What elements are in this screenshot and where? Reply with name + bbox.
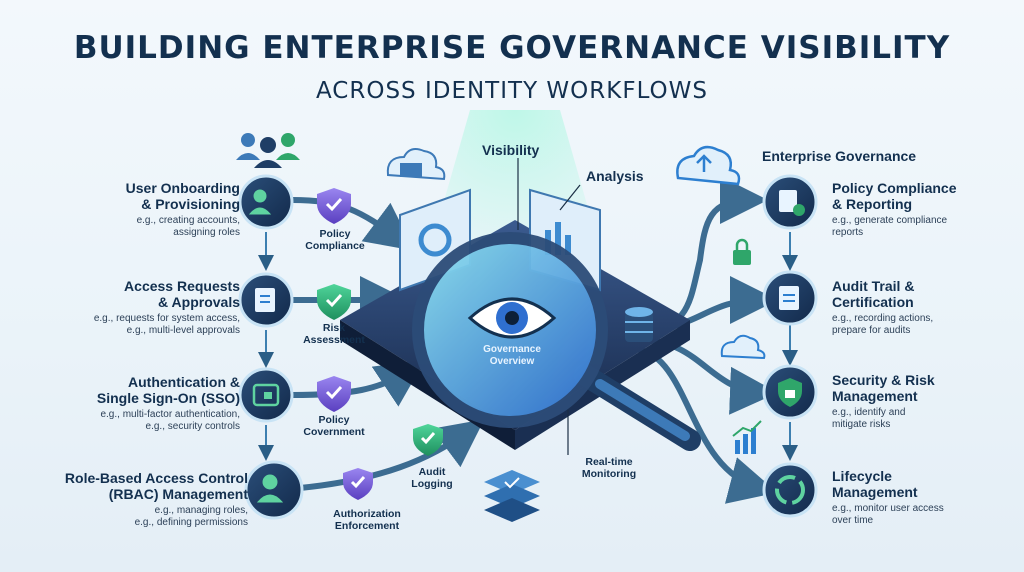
- label-visibility: Visibility: [482, 142, 540, 158]
- left-step-1: User Onboarding & Provisioning e.g., cre…: [125, 180, 240, 238]
- right-step-2: Audit Trail & Certification e.g., record…: [832, 278, 934, 336]
- database-icon: [625, 307, 653, 342]
- right-step-glyphs: [775, 190, 805, 505]
- cloud-upload-icon: [676, 145, 741, 186]
- left-step-2: Access Requests & Approvals e.g., reques…: [93, 278, 240, 336]
- eye-icon: [467, 297, 557, 339]
- right-step-3: Security & Risk Management e.g., identif…: [832, 372, 935, 430]
- right-step-1: Policy Compliance & Reporting e.g., gene…: [832, 180, 957, 238]
- right-step-4: Lifecycle Management e.g., monitor user …: [832, 468, 944, 526]
- label-analysis: Analysis: [586, 168, 644, 184]
- left-step-nodes: [238, 174, 304, 520]
- cloud-database-icon: [386, 148, 446, 181]
- left-step-3: Authentication & Single Sign-On (SSO) e.…: [96, 374, 240, 432]
- shield-check-icon: [317, 188, 443, 500]
- pointer-lines: [517, 158, 581, 455]
- label-enterprise-governance: Enterprise Governance: [762, 148, 917, 164]
- server-stack-icon: [484, 470, 540, 522]
- page-title: BUILDING ENTERPRISE GOVERNANCE VISIBILIT…: [73, 30, 951, 66]
- page-subtitle: ACROSS IDENTITY WORKFLOWS: [315, 78, 709, 104]
- bar-chart-icon: [732, 420, 762, 454]
- lock-icon: [733, 238, 751, 265]
- users-icon: [236, 133, 300, 168]
- left-step-4: Role-Based Access Control (RBAC) Managem…: [64, 470, 248, 528]
- cloud-icon: [720, 334, 766, 360]
- left-step-glyphs: [248, 189, 284, 503]
